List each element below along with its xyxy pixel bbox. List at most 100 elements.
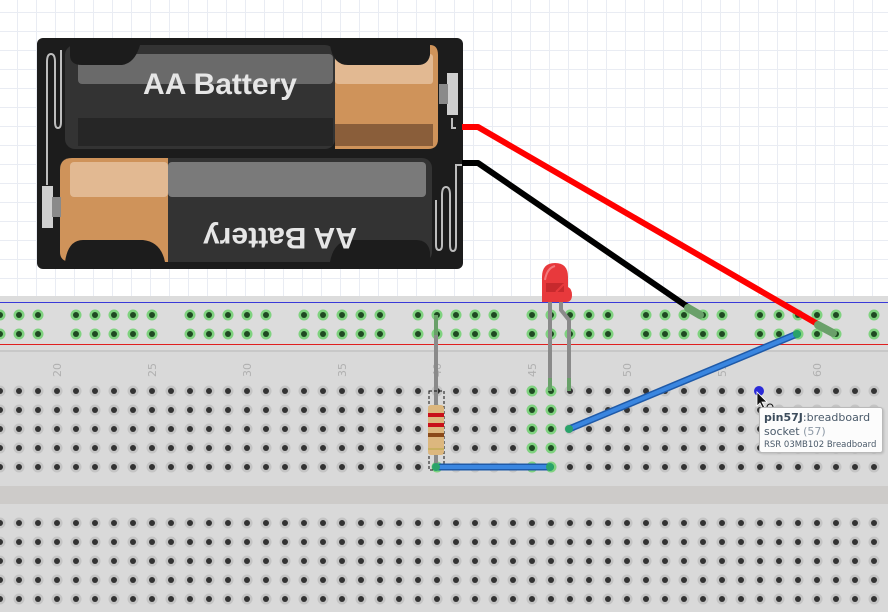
breadboard-hole-center bbox=[529, 388, 535, 394]
breadboard-hole-center bbox=[491, 596, 497, 602]
breadboard-hole-center bbox=[472, 596, 478, 602]
breadboard-hole-center bbox=[510, 426, 516, 432]
breadboard-hole-center bbox=[149, 577, 155, 583]
breadboard-hole-center bbox=[643, 539, 649, 545]
breadboard-hole-center bbox=[871, 577, 877, 583]
breadboard-hole-center bbox=[795, 539, 801, 545]
breadboard-hole-center bbox=[548, 596, 554, 602]
breadboard-hole-center bbox=[282, 464, 288, 470]
breadboard-hole-center bbox=[567, 445, 573, 451]
breadboard-hole-center bbox=[776, 539, 782, 545]
breadboard-hole-center bbox=[719, 407, 725, 413]
breadboard-hole-center bbox=[0, 596, 3, 602]
breadboard-hole-center bbox=[757, 596, 763, 602]
breadboard-hole-center bbox=[567, 596, 573, 602]
breadboard-hole-center bbox=[206, 426, 212, 432]
breadboard-hole-center bbox=[187, 407, 193, 413]
breadboard-hole-center bbox=[206, 558, 212, 564]
breadboard-hole-center bbox=[16, 426, 22, 432]
breadboard-hole-center bbox=[415, 577, 421, 583]
resistor[interactable] bbox=[428, 405, 444, 455]
breadboard-hole-center bbox=[111, 464, 117, 470]
battery-pack[interactable]: AA Battery AA Battery bbox=[37, 38, 463, 269]
breadboard-hole-center bbox=[244, 558, 250, 564]
breadboard-hole-center bbox=[624, 577, 630, 583]
breadboard-hole-center bbox=[681, 539, 687, 545]
breadboard-hole-center bbox=[510, 520, 516, 526]
breadboard-hole-center bbox=[54, 388, 60, 394]
breadboard-hole-center bbox=[73, 426, 79, 432]
breadboard-hole-center bbox=[206, 331, 212, 337]
hover-hole-pin57J[interactable] bbox=[754, 386, 764, 396]
breadboard-hole-center bbox=[339, 388, 345, 394]
breadboard-hole-center bbox=[301, 312, 307, 318]
breadboard-hole-center bbox=[225, 312, 231, 318]
breadboard-hole-center bbox=[339, 577, 345, 583]
breadboard-hole-center bbox=[92, 539, 98, 545]
breadboard-hole-center bbox=[586, 445, 592, 451]
breadboard-hole-center bbox=[529, 558, 535, 564]
breadboard-hole-center bbox=[263, 539, 269, 545]
breadboard-hole-center bbox=[244, 312, 250, 318]
battery-cell-top: AA Battery bbox=[65, 45, 458, 149]
breadboard-hole-center bbox=[776, 464, 782, 470]
breadboard-hole-center bbox=[510, 577, 516, 583]
breadboard-hole-center bbox=[130, 539, 136, 545]
breadboard-hole-center bbox=[681, 426, 687, 432]
breadboard-hole-center bbox=[0, 558, 3, 564]
breadboard-hole-center bbox=[681, 331, 687, 337]
breadboard-hole-center bbox=[567, 407, 573, 413]
breadboard-hole-center bbox=[320, 464, 326, 470]
breadboard-hole-center bbox=[662, 312, 668, 318]
wire-positive-end[interactable] bbox=[814, 321, 837, 337]
breadboard-hole-center bbox=[168, 388, 174, 394]
breadboard-hole-center bbox=[282, 388, 288, 394]
breadboard-hole-center bbox=[586, 331, 592, 337]
breadboard-hole-center bbox=[681, 520, 687, 526]
breadboard-hole-center bbox=[434, 577, 440, 583]
breadboard-hole-center bbox=[814, 331, 820, 337]
column-number: 35 bbox=[336, 363, 349, 377]
breadboard-hole-center bbox=[301, 388, 307, 394]
breadboard-hole-center bbox=[757, 558, 763, 564]
breadboard-hole-center bbox=[624, 596, 630, 602]
battery-top-label: AA Battery bbox=[143, 68, 297, 101]
breadboard-hole-center bbox=[0, 407, 3, 413]
led[interactable] bbox=[542, 263, 572, 391]
breadboard-hole-center bbox=[339, 558, 345, 564]
breadboard-hole-center bbox=[833, 388, 839, 394]
breadboard-hole-center bbox=[282, 426, 288, 432]
breadboard-hole-center bbox=[16, 577, 22, 583]
wire-battery-positive[interactable] bbox=[462, 124, 835, 336]
breadboard-hole-center bbox=[73, 464, 79, 470]
breadboard-hole-center bbox=[738, 464, 744, 470]
breadboard-hole-center bbox=[719, 445, 725, 451]
breadboard-hole-center bbox=[54, 558, 60, 564]
wire-negative-end[interactable] bbox=[684, 304, 704, 319]
breadboard-hole-center bbox=[73, 539, 79, 545]
breadboard-hole-center bbox=[54, 407, 60, 413]
breadboard-hole-center bbox=[339, 407, 345, 413]
breadboard-hole-center bbox=[396, 407, 402, 413]
breadboard-hole-center bbox=[244, 596, 250, 602]
breadboard-hole-center bbox=[700, 331, 706, 337]
breadboard-hole-center bbox=[263, 596, 269, 602]
breadboard-hole-center bbox=[320, 445, 326, 451]
breadboard-hole-center bbox=[510, 539, 516, 545]
breadboard-hole-center bbox=[681, 407, 687, 413]
battery-cell-bottom: AA Battery bbox=[42, 158, 432, 262]
breadboard-hole-center bbox=[206, 464, 212, 470]
column-number: 45 bbox=[526, 363, 539, 377]
wire-battery-negative[interactable] bbox=[462, 160, 700, 317]
breadboard-hole-center bbox=[833, 312, 839, 318]
breadboard-hole-center bbox=[168, 539, 174, 545]
breadboard-hole-center bbox=[833, 464, 839, 470]
breadboard-hole-center bbox=[396, 539, 402, 545]
breadboard-hole-center bbox=[263, 331, 269, 337]
breadboard-hole-center bbox=[92, 577, 98, 583]
breadboard-hole-center bbox=[396, 426, 402, 432]
breadboard-hole-center bbox=[16, 596, 22, 602]
breadboard-hole-center bbox=[529, 577, 535, 583]
breadboard-hole-center bbox=[301, 558, 307, 564]
